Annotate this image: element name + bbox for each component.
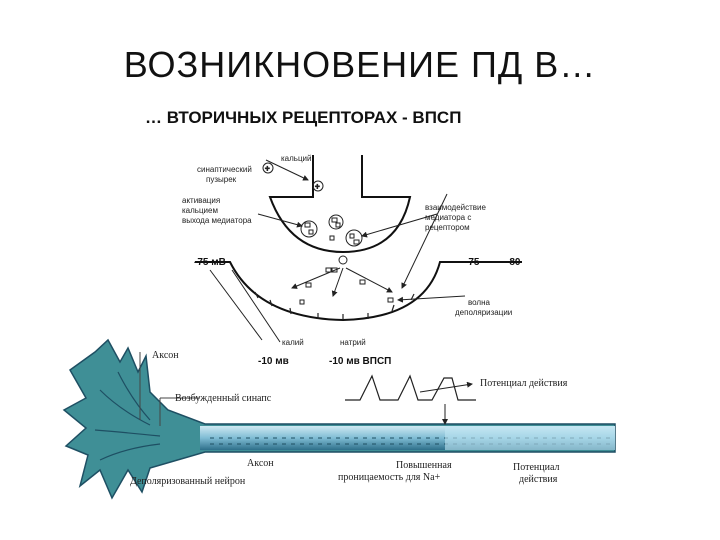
label-wave-2: деполяризации [455,308,512,317]
label-permeability-1: Повышенная [396,460,452,471]
label-action-potential-bottom-1: Потенциал [513,462,559,473]
label-interaction-2: медиатора с [425,213,471,222]
slide-subtitle: … ВТОРИЧНЫХ РЕЦЕПТОРАХ - ВПСП [145,108,462,127]
label-vesicle-1: синаптический [197,165,252,174]
label-potassium: калий [282,338,304,347]
membrane-receptors [254,291,415,320]
synapse-diagram: + + [182,154,522,367]
neuron-soma [62,338,616,500]
label-axon-bottom: Аксон [247,458,274,469]
presynaptic-terminal [268,155,412,254]
label-depolarized-neuron: Деполяризованный нейрон [130,476,246,487]
label-axon-top: Аксон [152,350,179,361]
label-voltage-left: -75 мВ [194,257,226,268]
label-voltage-right-1: -75 [465,257,480,268]
slide-title: ВОЗНИКНОВЕНИЕ ПД В… [123,44,597,85]
label-excited-zone: Возбужденный синапс [175,393,272,404]
label-calcium: кальций [281,154,311,163]
label-activation-2: кальцием [182,206,218,215]
label-voltage-right-2: -80 [506,257,521,268]
neuron-illustration: Аксон Возбужденный синапс Потенциал дейс… [62,338,616,500]
label-sodium: натрий [340,338,366,347]
svg-text:+: + [265,164,270,173]
label-activation-1: активация [182,196,220,205]
synaptic-vesicles: + + [262,162,363,265]
label-interaction-1: взаимодействие [425,203,486,212]
svg-text:+: + [315,182,320,191]
label-action-potential-top: Потенциал действия [480,378,568,389]
label-voltage-bottom-right: -10 мв ВПСП [329,356,391,367]
action-potential-trace [345,374,476,401]
label-vesicle-2: пузырек [206,175,237,184]
label-permeability-2: проницаемость для Na+ [338,472,441,483]
label-interaction-3: рецептором [425,223,470,232]
label-wave-1: волна [468,298,491,307]
label-activation-3: выхода медиатора [182,216,252,225]
label-action-potential-bottom-2: действия [519,474,558,485]
transmitter-molecules [299,267,394,305]
label-voltage-bottom-left: -10 мв [258,356,289,367]
